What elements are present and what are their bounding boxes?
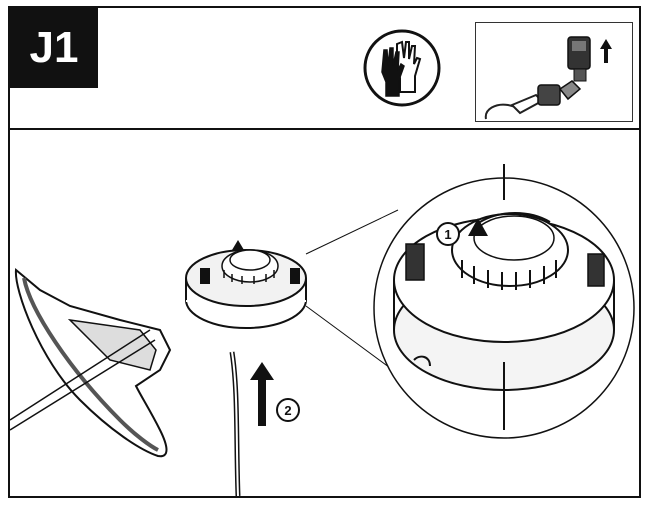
instruction-frame: J1 bbox=[8, 6, 641, 498]
callout-2: 2 bbox=[276, 398, 300, 422]
small-spool-head bbox=[185, 240, 307, 329]
step-label: J1 bbox=[10, 8, 98, 88]
svg-text:2: 2 bbox=[284, 403, 291, 418]
inset-unplug-battery bbox=[475, 22, 633, 122]
step-header: J1 bbox=[10, 8, 639, 130]
unplug-battery-icon bbox=[484, 36, 612, 120]
gloves-icon bbox=[363, 29, 441, 107]
feed-arrow-icon bbox=[250, 362, 274, 426]
svg-text:1: 1 bbox=[444, 227, 451, 242]
callout-1: 1 bbox=[436, 222, 460, 246]
magnified-detail bbox=[373, 164, 635, 439]
illustration-area: 2 bbox=[9, 130, 639, 498]
trimmer-head-illustration: 2 bbox=[9, 164, 635, 497]
trimmer-guard bbox=[14, 268, 172, 458]
